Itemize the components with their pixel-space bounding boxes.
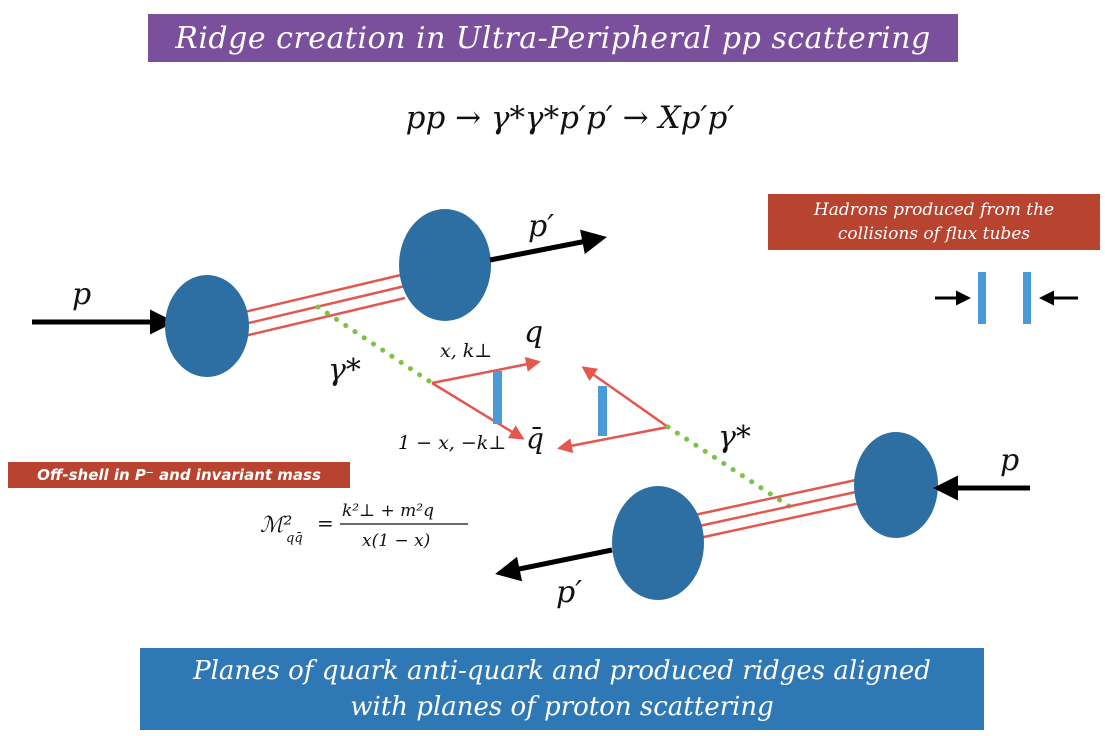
quark-line-left <box>432 362 538 383</box>
label-p-in-right: p <box>1000 443 1019 478</box>
flux-tube-collision-icon <box>935 272 1078 324</box>
label-p-out-top: p′ <box>528 209 554 244</box>
mass-formula-numerator: k²⊥ + m²q <box>342 501 434 521</box>
mass-formula-equals: = <box>317 511 334 535</box>
lower-flux-tube <box>690 478 865 540</box>
mass-formula-lhs-sub: qq̄ <box>286 531 303 546</box>
mass-formula-denominator: x(1 − x) <box>362 531 430 551</box>
lower-left-proton-blob <box>612 486 704 600</box>
label-x-kperp: x, k⊥ <box>440 340 492 362</box>
quark-line-right <box>584 368 668 427</box>
lower-right-proton-blob <box>854 432 938 538</box>
outgoing-proton-bottom-arrow <box>500 550 612 573</box>
label-p-out-bottom: p′ <box>556 575 582 610</box>
label-qbar: q̄ <box>526 422 544 455</box>
upper-flux-tube <box>236 274 405 338</box>
upper-right-proton-blob <box>399 209 491 321</box>
ridge-right <box>598 386 607 436</box>
label-q: q <box>524 315 543 350</box>
antiquark-line-right <box>560 427 668 448</box>
conclusion-note-line2: with planes of proton scattering <box>140 689 984 725</box>
conclusion-note-line1: Planes of quark anti-quark and produced … <box>140 653 984 689</box>
conclusion-note: Planes of quark anti-quark and produced … <box>140 648 984 730</box>
mass-formula: ℳ² qq̄ = k²⊥ + m²q x(1 − x) <box>260 501 468 551</box>
ridge-left <box>493 371 502 424</box>
upper-left-proton-blob <box>165 275 249 377</box>
label-gamma-left: γ* <box>328 353 361 388</box>
antiquark-line-left <box>432 383 522 438</box>
label-one-minus-x: 1 − x, −k⊥ <box>398 432 506 454</box>
label-p-in-left: p <box>72 277 91 312</box>
label-gamma-right: γ* <box>718 420 751 455</box>
